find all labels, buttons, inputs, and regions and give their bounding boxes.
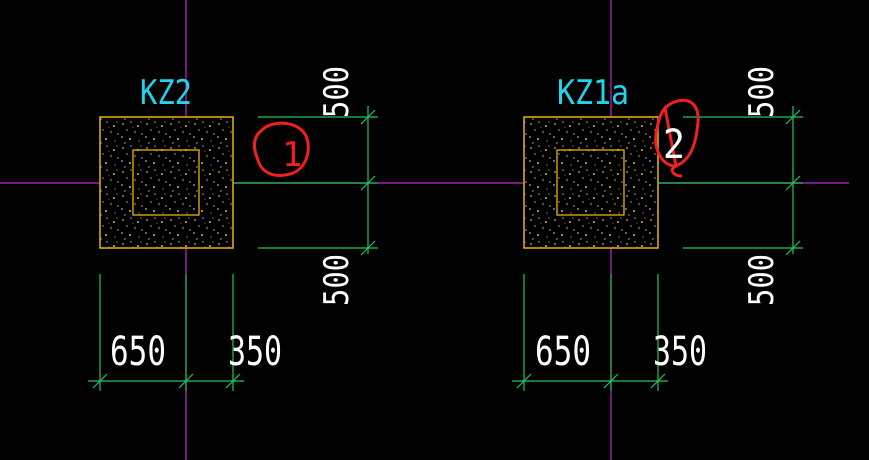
column-detail-1: KZ2 500 500 650 350 1 [88, 66, 378, 391]
column-label-2: KZ1a [557, 73, 629, 113]
dim-bottom-label-2: 500 [742, 254, 782, 306]
dim-left-label-1: 650 [110, 329, 166, 375]
dim-left-label-2: 650 [535, 329, 591, 375]
horizontal-dimension-1 [88, 274, 244, 391]
dim-right-label-1: 350 [228, 329, 282, 375]
dim-right-label-2: 350 [653, 329, 707, 375]
vertical-dimension-1 [233, 106, 378, 256]
column-label-1: KZ2 [140, 73, 192, 113]
dim-top-label-2: 500 [742, 66, 782, 118]
horizontal-dimension-2 [512, 274, 668, 391]
markup-text-2: 2 [663, 122, 685, 168]
column-core-1 [132, 149, 200, 216]
markup-circle-2 [654, 98, 700, 178]
column-detail-2: KZ1a 500 500 650 350 2 [512, 66, 803, 391]
markup-text-1: 1 [282, 135, 302, 175]
column-core-2 [556, 149, 625, 216]
dim-top-label-1: 500 [317, 66, 357, 118]
dim-bottom-label-1: 500 [317, 254, 357, 306]
vertical-dimension-2 [658, 106, 803, 256]
markup-circle-1 [253, 121, 310, 177]
